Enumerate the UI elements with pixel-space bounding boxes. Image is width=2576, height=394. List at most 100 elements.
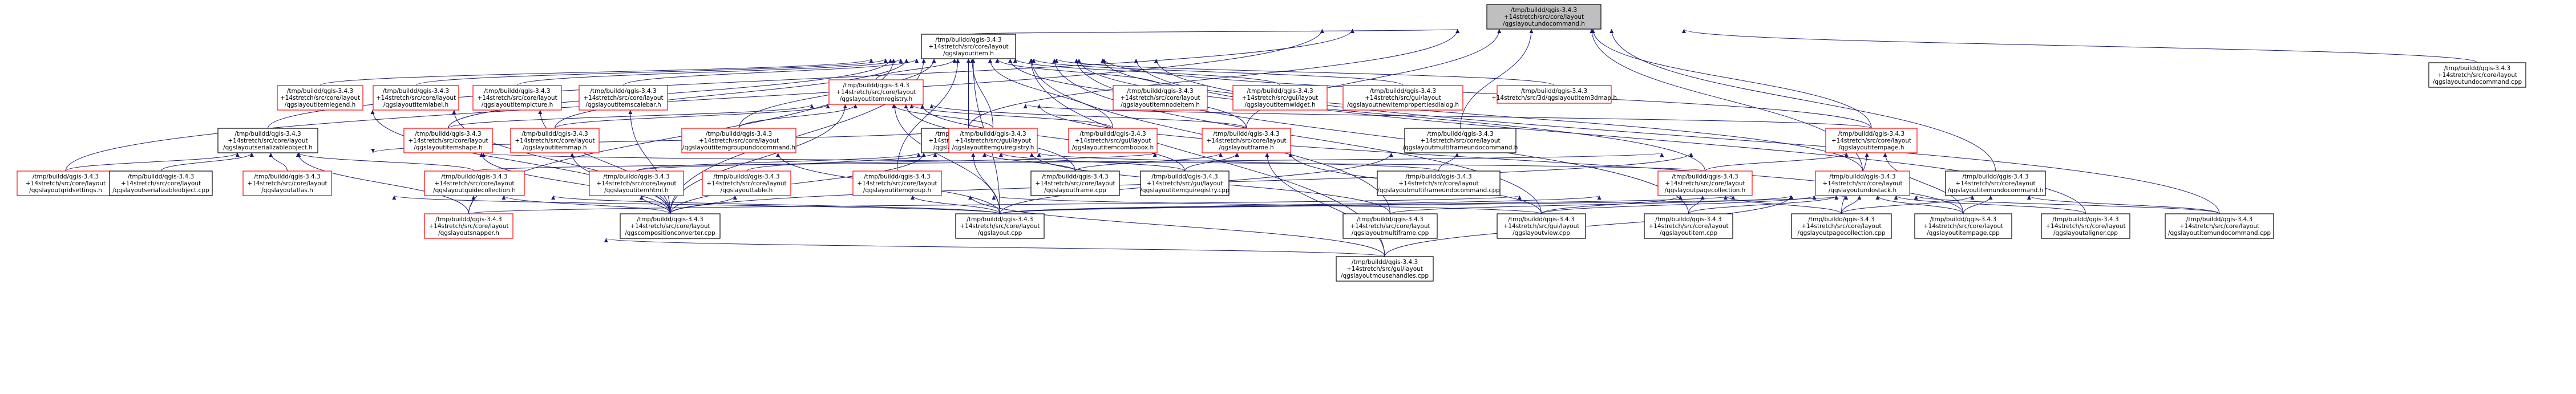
include-edge	[1705, 152, 1849, 172]
node-box	[242, 170, 332, 196]
node-label-line: /qgslayoutgridsettings.h	[29, 187, 102, 194]
file-node[interactable]: /tmp/buildd/qgis-3.4.3+14stretch/src/cor…	[424, 170, 525, 196]
node-box	[1486, 4, 1602, 30]
node-label-line: +14stretch/src/core/layout	[596, 180, 676, 187]
file-node[interactable]: /tmp/buildd/qgis-3.4.3+14stretch/src/cor…	[2041, 213, 2130, 239]
include-edge	[1384, 195, 1793, 257]
node-label-line: /tmp/buildd/qgis-3.4.3	[441, 173, 507, 180]
node-label-line: /qgslayoutitemgroupundocommand.h	[682, 144, 795, 151]
include-edge	[1591, 29, 1872, 129]
include-edge	[1032, 58, 1404, 86]
file-node[interactable]: /tmp/buildd/qgis-3.4.3+14stretch/src/cor…	[702, 170, 791, 196]
file-node[interactable]: /tmp/buildd/qgis-3.4.3+14stretch/src/cor…	[2428, 62, 2526, 88]
node-label-line: +14stretch/src/core/layout	[428, 223, 508, 230]
include-edge	[738, 104, 858, 129]
file-node[interactable]: /tmp/buildd/qgis-3.4.3+14stretch/src/cor…	[403, 128, 493, 153]
node-label-line: /tmp/buildd/qgis-3.4.3	[1672, 173, 1738, 180]
include-edge	[452, 109, 670, 214]
file-node[interactable]: /tmp/buildd/qgis-3.4.3+14stretch/src/cor…	[681, 128, 796, 153]
node-label-line: /qgslayoutpagecollection.cpp	[1797, 230, 1885, 237]
file-node[interactable]: /tmp/buildd/qgis-3.4.3+14stretch/src/gui…	[1068, 128, 1158, 153]
node-box	[424, 213, 513, 239]
file-node[interactable]: /tmp/buildd/qgis-3.4.3+14stretch/src/3d/…	[1491, 85, 1617, 104]
node-label-line: /qgslayoutitemguiregistry.h	[952, 144, 1034, 151]
include-edge	[1914, 195, 2220, 214]
file-node[interactable]: /tmp/buildd/qgis-3.4.3+14stretch/src/cor…	[1377, 170, 1501, 196]
file-node[interactable]: /tmp/buildd/qgis-3.4.3+14stretch/src/gui…	[1232, 85, 1328, 111]
node-label-line: /qgslayoutundocommand.cpp	[2433, 79, 2522, 86]
file-node[interactable]: /tmp/buildd/qgis-3.4.3+14stretch/src/cor…	[217, 128, 318, 153]
file-node[interactable]: /tmp/buildd/qgis-3.4.3+14stretch/src/cor…	[1403, 128, 1518, 153]
include-edge	[1688, 195, 1705, 214]
file-node[interactable]: /tmp/buildd/qgis-3.4.3+14stretch/src/cor…	[620, 213, 721, 239]
file-node[interactable]: /tmp/buildd/qgis-3.4.3+14stretch/src/cor…	[424, 213, 513, 239]
include-edge	[876, 58, 957, 80]
include-edge	[1963, 195, 1993, 214]
include-edge	[623, 58, 919, 86]
node-box	[620, 213, 721, 239]
node-label-line: +14stretch/src/core/layout	[1504, 14, 1584, 21]
node-label-line: /tmp/buildd/qgis-3.4.3	[1521, 88, 1587, 95]
node-label-line: +14stretch/src/core/layout	[247, 180, 327, 187]
file-node[interactable]: /tmp/buildd/qgis-3.4.3+14stretch/src/gui…	[1140, 170, 1230, 196]
include-edge	[1682, 29, 2478, 63]
file-node[interactable]: /tmp/buildd/qgis-3.4.3+14stretch/src/cor…	[1945, 170, 2046, 196]
file-node[interactable]: /tmp/buildd/qgis-3.4.3+14stretch/src/gui…	[1497, 213, 1586, 239]
file-node[interactable]: /tmp/buildd/qgis-3.4.3+14stretch/src/cor…	[579, 85, 668, 111]
node-label-line: /tmp/buildd/qgis-3.4.3	[1808, 216, 1874, 223]
file-node[interactable]: /tmp/buildd/qgis-3.4.3+14stretch/src/cor…	[1113, 85, 1208, 111]
file-node[interactable]: /tmp/buildd/qgis-3.4.3+14stretch/src/cor…	[109, 170, 213, 196]
include-edge	[1723, 195, 1842, 214]
file-node[interactable]: /tmp/buildd/qgis-3.4.3+14stretch/src/cor…	[1825, 128, 1918, 153]
file-node[interactable]: /tmp/buildd/qgis-3.4.3+14stretch/src/gui…	[948, 128, 1038, 153]
file-node[interactable]: /tmp/buildd/qgis-3.4.3+14stretch/src/gui…	[1336, 256, 1434, 282]
file-node[interactable]: /tmp/buildd/qgis-3.4.3+14stretch/src/cor…	[1914, 213, 2012, 239]
node-box	[1202, 128, 1291, 153]
node-label-line: +14stretch/src/core/layout	[1206, 137, 1286, 144]
file-node[interactable]: /tmp/buildd/qgis-3.4.3+14stretch/src/cor…	[589, 170, 684, 196]
file-node[interactable]: /tmp/buildd/qgis-3.4.3+14stretch/src/cor…	[1815, 170, 1910, 196]
file-node[interactable]: /tmp/buildd/qgis-3.4.3+14stretch/src/cor…	[852, 170, 942, 196]
file-node[interactable]: /tmp/buildd/qgis-3.4.3+14stretch/src/cor…	[510, 128, 600, 153]
file-node[interactable]: /tmp/buildd/qgis-3.4.3+14stretch/src/cor…	[373, 85, 459, 111]
include-edge	[1000, 195, 1848, 214]
file-node[interactable]: /tmp/buildd/qgis-3.4.3+14stretch/src/cor…	[1644, 213, 1733, 239]
node-label-line: /qgslayoutmultiframeundocommand.cpp	[1377, 187, 1500, 194]
file-node[interactable]: /tmp/buildd/qgis-3.4.3+14stretch/src/cor…	[17, 170, 115, 196]
file-node[interactable]: /tmp/buildd/qgis-3.4.3+14stretch/src/cor…	[472, 85, 562, 111]
node-label-line: /tmp/buildd/qgis-3.4.3	[1829, 173, 1895, 180]
include-edge	[1052, 58, 1542, 214]
file-node[interactable]: /tmp/buildd/qgis-3.4.3+14stretch/src/cor…	[1202, 128, 1291, 153]
include-edge	[968, 29, 1459, 35]
node-box	[1377, 170, 1501, 196]
file-node[interactable]: /tmp/buildd/qgis-3.4.3+14stretch/src/cor…	[277, 85, 363, 111]
node-label-line: /tmp/buildd/qgis-3.4.3	[843, 82, 909, 89]
node-box	[1113, 85, 1208, 111]
file-node[interactable]: /tmp/buildd/qgis-3.4.3+14stretch/src/cor…	[828, 79, 924, 105]
node-label-line: /qgslayoutitemwidget.h	[1244, 101, 1315, 108]
node-label-line: /tmp/buildd/qgis-3.4.3	[521, 131, 588, 137]
include-edge	[1024, 104, 1872, 129]
node-label-line: +14stretch/src/core/layout	[1955, 180, 2035, 187]
include-edge	[1075, 152, 1223, 172]
node-box	[1404, 128, 1517, 153]
file-node[interactable]: /tmp/buildd/qgis-3.4.3+14stretch/src/gui…	[1342, 85, 1463, 111]
node-label-line: +14stretch/src/gui/layout	[955, 137, 1032, 144]
file-node[interactable]: /tmp/buildd/qgis-3.4.3+14stretch/src/cor…	[921, 34, 1016, 59]
include-edge	[474, 152, 1664, 172]
node-label-line: /qgscompositionconverter.cpp	[625, 230, 715, 237]
include-edge	[970, 58, 993, 129]
file-node[interactable]: /tmp/buildd/qgis-3.4.3+14stretch/src/cor…	[1791, 213, 1892, 239]
node-label-line: /tmp/buildd/qgis-3.4.3	[287, 88, 353, 95]
file-node[interactable]: /tmp/buildd/qgis-3.4.3+14stretch/src/cor…	[1030, 170, 1120, 196]
node-label-line: +14stretch/src/core/layout	[408, 137, 488, 144]
file-node[interactable]: /tmp/buildd/qgis-3.4.3+14stretch/src/cor…	[2165, 213, 2274, 239]
file-node[interactable]: /tmp/buildd/qgis-3.4.3+14stretch/src/cor…	[242, 170, 332, 196]
node-label-line: +14stretch/src/core/layout	[1420, 137, 1500, 144]
file-node[interactable]: /tmp/buildd/qgis-3.4.3+14stretch/src/cor…	[1342, 213, 1438, 239]
file-node[interactable]: /tmp/buildd/qgis-3.4.3+14stretch/src/cor…	[955, 213, 1045, 239]
node-label-line: /qgslayoutitempage.h	[1838, 144, 1904, 151]
file-node[interactable]: /tmp/buildd/qgis-3.4.3+14stretch/src/cor…	[1657, 170, 1753, 196]
node-label-line: +14stretch/src/core/layout	[121, 180, 201, 187]
include-edge	[929, 104, 1247, 129]
